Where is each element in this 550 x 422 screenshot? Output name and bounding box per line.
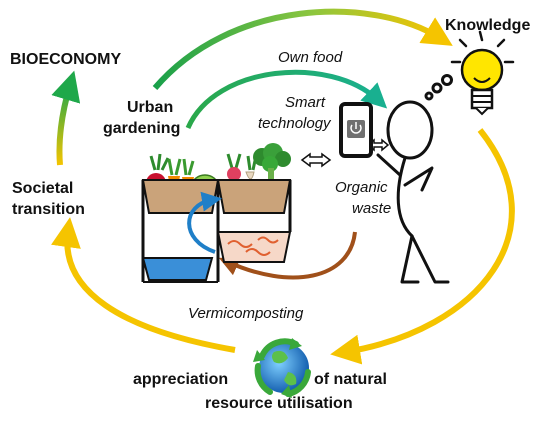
- smartphone-power-icon: [339, 102, 373, 158]
- arc-own-food: [185, 69, 388, 130]
- label-organic-waste-line1: Organic: [335, 179, 388, 196]
- label-smart-technology-line1: Smart: [285, 94, 326, 111]
- recycle-icon: [253, 338, 311, 398]
- label-resource-utilisation: resource utilisation: [205, 395, 353, 412]
- label-of-natural: of natural: [314, 371, 387, 388]
- label-organic-waste-line2: waste: [352, 200, 391, 217]
- label-urban-gardening-line1: Urban: [127, 99, 173, 116]
- lightbulb-icon: [450, 30, 515, 116]
- label-knowledge: Knowledge: [445, 17, 530, 34]
- label-smart-technology-line2: technology: [258, 115, 332, 132]
- arc-to-bioeconomy: [51, 70, 81, 166]
- person-figure-icon: [376, 74, 453, 284]
- label-vermicomposting: Vermicomposting: [188, 305, 304, 322]
- arc-top: [152, 8, 453, 90]
- arc-vermicomposting: [218, 231, 357, 280]
- label-bioeconomy: BIOECONOMY: [10, 51, 121, 68]
- label-appreciation: appreciation: [133, 371, 228, 388]
- arc-right: [330, 128, 515, 365]
- label-societal-transition-line1: Societal: [12, 180, 73, 197]
- label-urban-gardening-line2: gardening: [103, 120, 180, 137]
- label-societal-transition-line2: transition: [12, 201, 85, 218]
- label-own-food: Own food: [278, 49, 343, 66]
- arc-bottom-left: [51, 217, 236, 353]
- vermicompost-planter-icon: [141, 143, 292, 283]
